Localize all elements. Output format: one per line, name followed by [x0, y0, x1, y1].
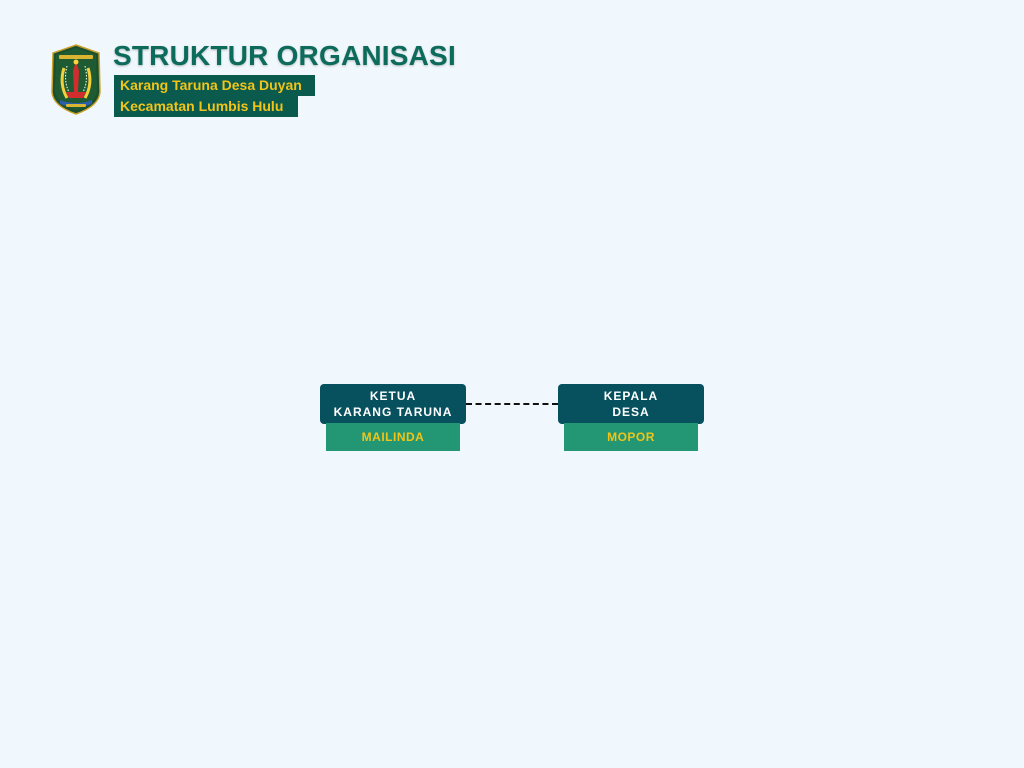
node-ketua-role-line1: KETUA	[369, 389, 417, 403]
node-kepala-role-line1: KEPALA	[603, 389, 659, 403]
subtitle-district: Kecamatan Lumbis Hulu	[114, 96, 298, 117]
node-kepala-role-line2: DESA	[612, 405, 650, 419]
subtitle-organization: Karang Taruna Desa Duyan	[114, 75, 315, 96]
node-ketua-name: MAILINDA	[326, 423, 460, 451]
node-ketua-role: KETUA KARANG TARUNA	[320, 384, 466, 424]
regional-emblem-icon	[51, 44, 101, 115]
node-ketua-role-line2: KARANG TARUNA	[333, 405, 453, 419]
page-title: STRUKTUR ORGANISASI	[113, 40, 456, 71]
node-kepala-role: KEPALA DESA	[558, 384, 704, 424]
node-kepala-name: MOPOR	[564, 423, 698, 451]
dashed-connector	[466, 403, 558, 405]
